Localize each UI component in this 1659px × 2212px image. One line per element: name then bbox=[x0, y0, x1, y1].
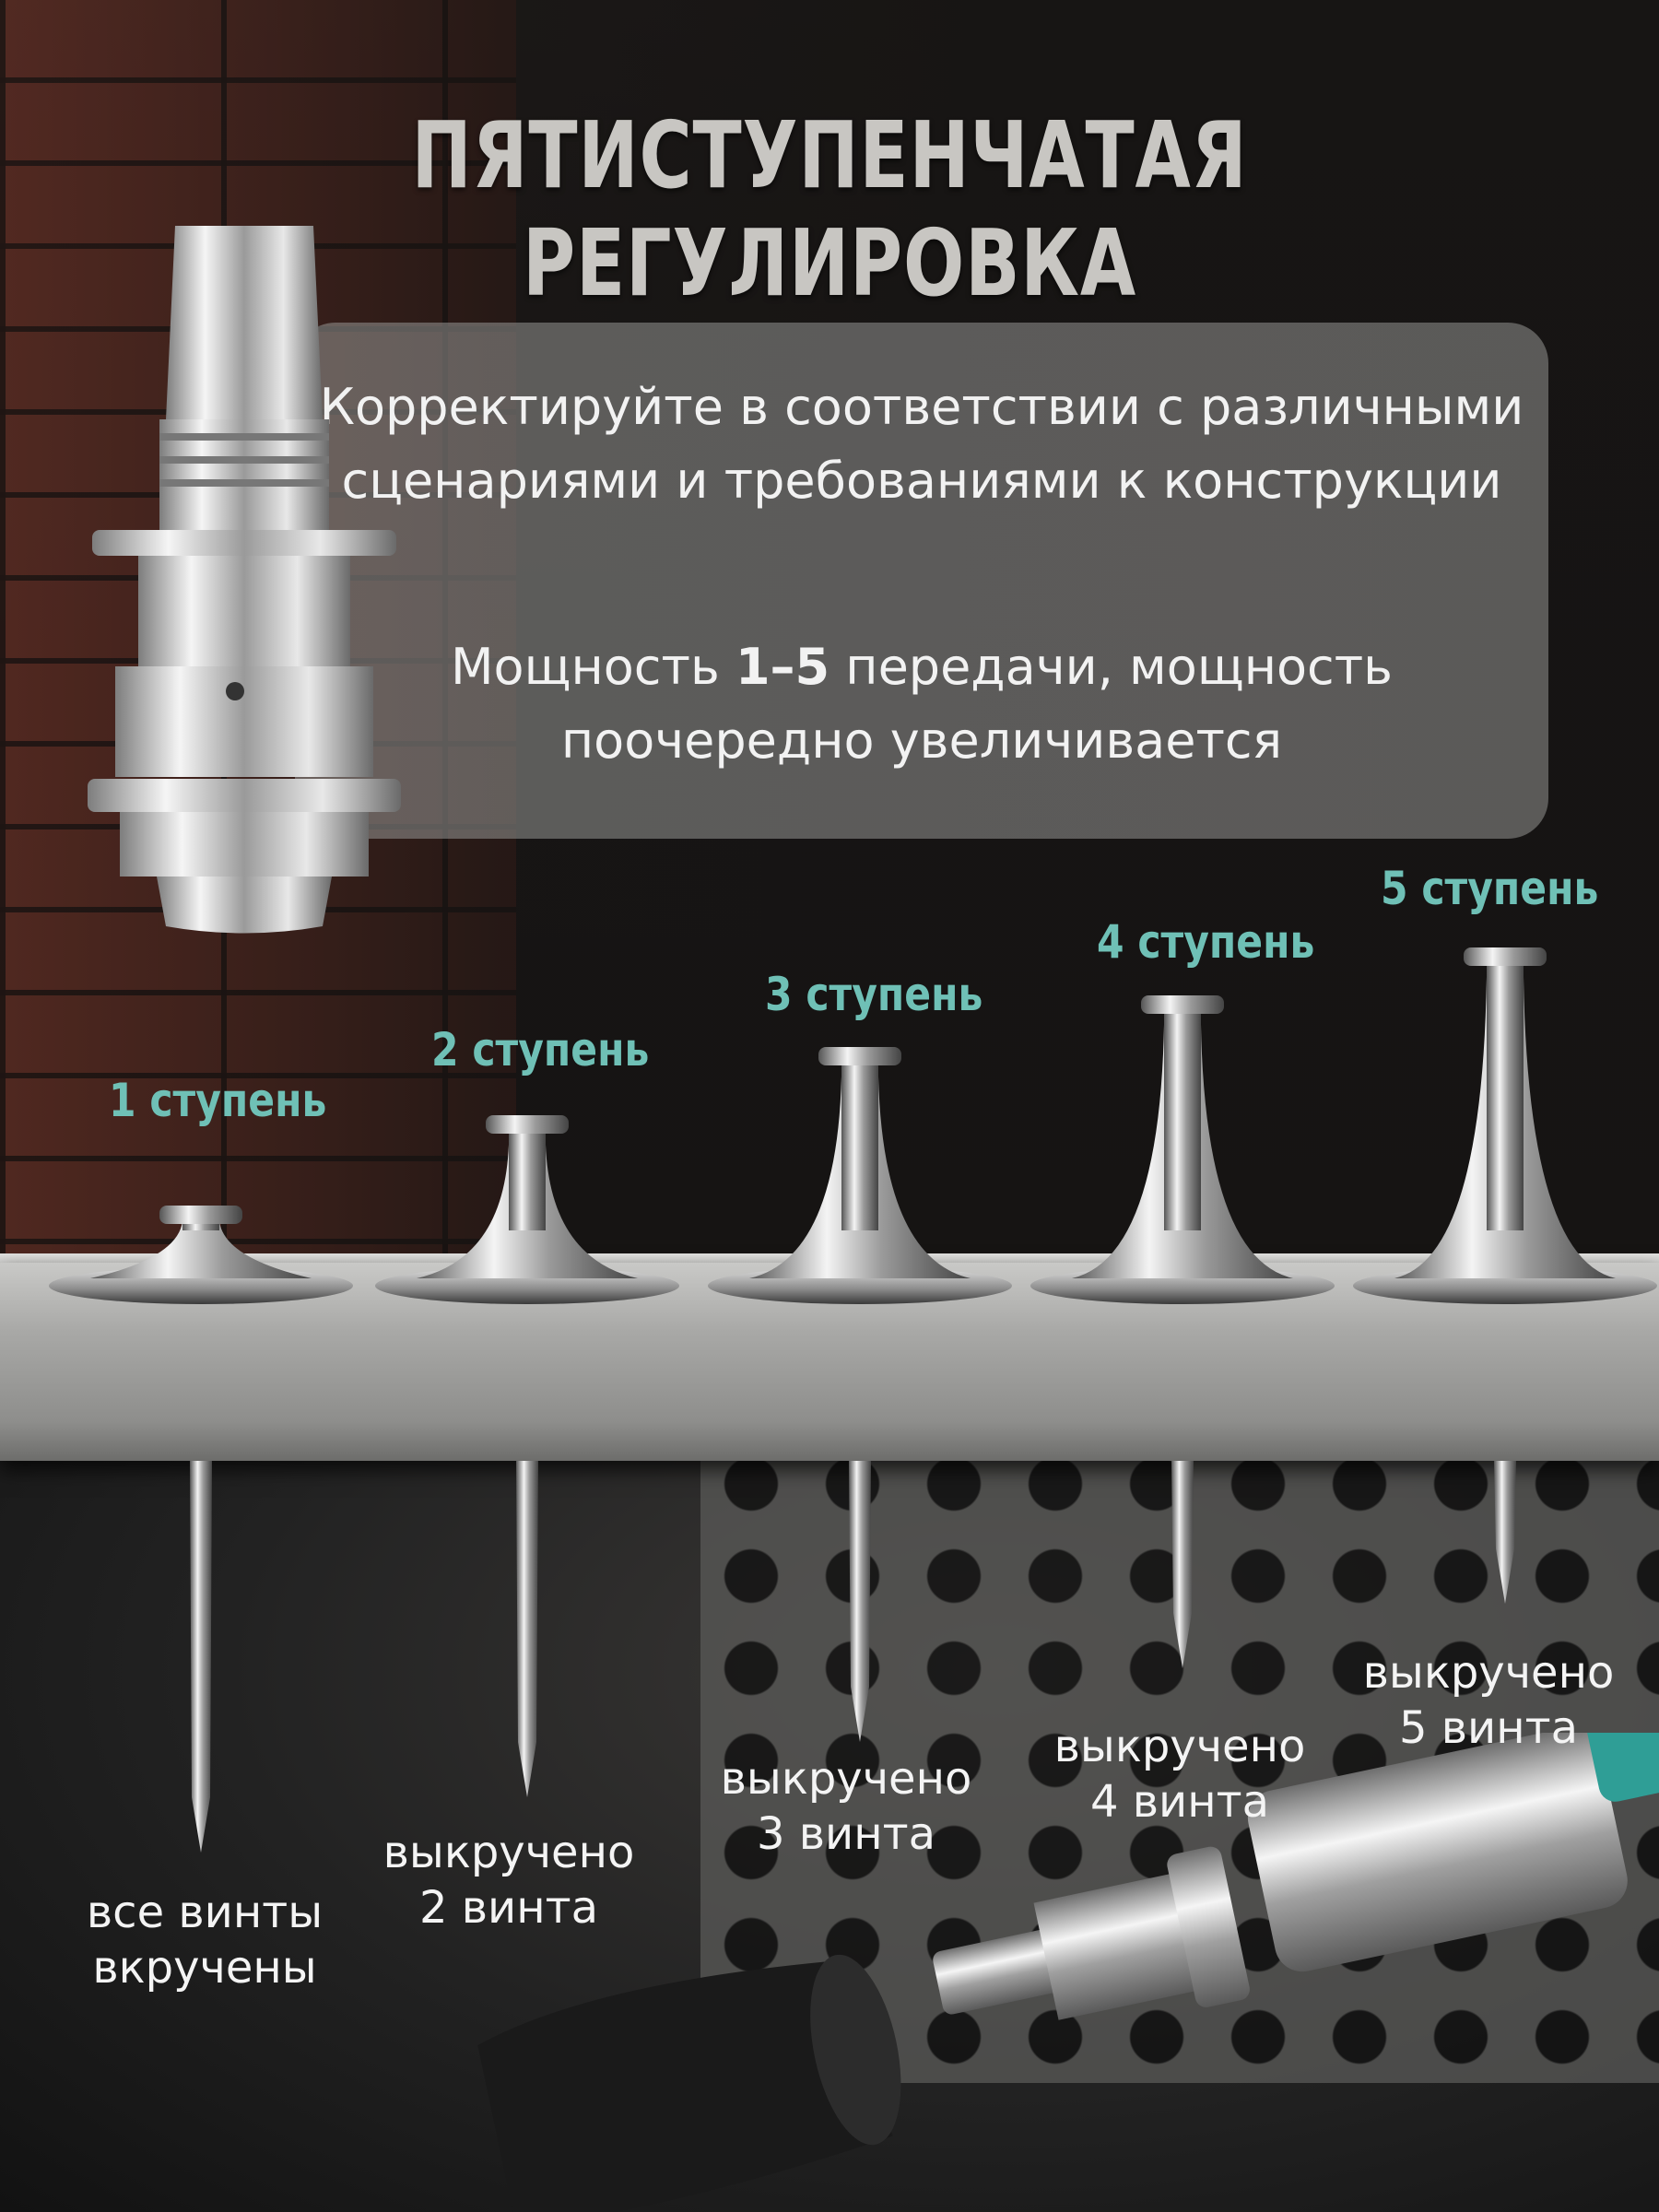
power-prefix: Мощность bbox=[450, 638, 735, 696]
screw-label-5: выкручено 5 винта bbox=[1362, 1647, 1615, 1754]
page-title: ПЯТИСТУПЕНЧАТАЯ РЕГУЛИРОВКА bbox=[411, 101, 1248, 317]
info-panel: Корректируйте в соответствии с различным… bbox=[295, 323, 1548, 839]
screw-label-3: выкручено 3 винта bbox=[720, 1753, 972, 1860]
pin-stage-1 bbox=[49, 1206, 353, 1853]
screw-label-1: все винты вкручены bbox=[86, 1887, 324, 1994]
pin-stage-3 bbox=[708, 1047, 1012, 1742]
power-range: 1–5 bbox=[735, 638, 830, 696]
stage-label-3: 3 ступень bbox=[765, 968, 983, 1021]
screw-label-4: выкручено 4 винта bbox=[1053, 1721, 1306, 1828]
nozzle-adapter-icon bbox=[88, 226, 401, 934]
stage-label-1: 1 ступень bbox=[109, 1074, 327, 1127]
panel-description: Корректируйте в соответствии с различным… bbox=[319, 378, 1524, 510]
screw-label-2: выкручено 2 винта bbox=[382, 1827, 635, 1934]
stage-label-2: 2 ступень bbox=[431, 1023, 650, 1077]
stage-label-4: 4 ступень bbox=[1097, 915, 1315, 969]
stage-label-5: 5 ступень bbox=[1381, 862, 1599, 915]
pin-stage-2 bbox=[375, 1115, 679, 1797]
pin-stage-4 bbox=[1030, 995, 1335, 1668]
nozzle-parts-icon bbox=[477, 1733, 1659, 2212]
power-suffix: передачи, мощность поочередно увеличивае… bbox=[560, 638, 1394, 770]
pin-stage-5 bbox=[1353, 947, 1657, 1604]
panel-power-text: Мощность 1–5 передачи, мощность поочеред… bbox=[295, 630, 1548, 778]
